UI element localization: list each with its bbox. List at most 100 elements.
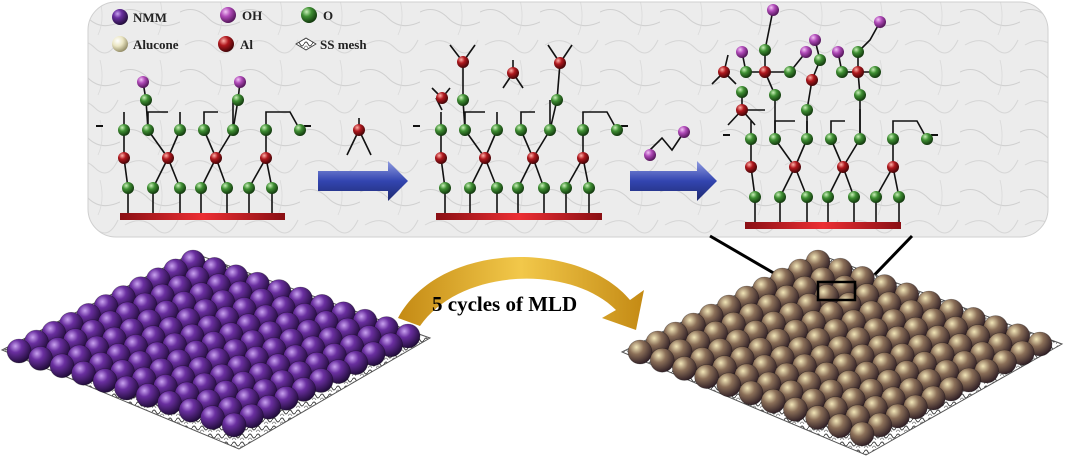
sphere: [221, 412, 247, 438]
o-atom: [769, 133, 781, 145]
o-atom: [801, 104, 813, 116]
al-atom: [736, 104, 748, 116]
o-atom: [174, 124, 186, 136]
sphere: [135, 383, 161, 408]
o-atom: [887, 133, 899, 145]
nmm-array-left: [6, 249, 421, 438]
o-atom: [560, 182, 572, 194]
o-atom: [512, 182, 524, 194]
molecular-atoms: [118, 4, 933, 203]
sphere: [760, 388, 786, 414]
sphere: [178, 397, 204, 423]
sphere: [649, 347, 675, 373]
o-atom: [243, 182, 255, 194]
o-atom: [814, 54, 826, 66]
al-atom: [718, 66, 730, 78]
o-sphere-icon: [301, 7, 317, 23]
sphere: [92, 368, 118, 393]
oh-atom: [809, 34, 821, 46]
al-atom: [887, 161, 899, 173]
o-atom: [266, 182, 278, 194]
al-atom: [554, 57, 566, 69]
o-atom: [852, 46, 864, 58]
o-atom: [801, 191, 813, 203]
oh-sphere-icon: [220, 7, 236, 23]
al-atom: [435, 152, 447, 164]
o-atom: [870, 191, 882, 203]
o-atom: [515, 124, 527, 136]
o-atom: [195, 182, 207, 194]
sphere: [849, 421, 875, 447]
al-atom: [260, 152, 272, 164]
o-atom: [784, 66, 796, 78]
oh-atom: [234, 76, 246, 88]
al-atom: [745, 161, 757, 173]
sphere: [627, 339, 653, 365]
o-atom: [774, 191, 786, 203]
sphere: [49, 353, 75, 379]
oh-atom: [767, 4, 779, 16]
o-atom: [544, 124, 556, 136]
o-atom: [577, 124, 589, 136]
bond: [582, 111, 618, 131]
al-atom: [210, 152, 222, 164]
sphere: [672, 356, 697, 381]
sphere: [783, 397, 808, 422]
o-atom: [921, 133, 933, 145]
o-atom: [854, 133, 866, 145]
sphere: [200, 405, 225, 430]
o-atom: [611, 124, 623, 136]
o-atom: [869, 66, 881, 78]
mld-cycles-label: 5 cycles of MLD: [432, 292, 577, 316]
o-atom: [854, 89, 866, 101]
o-atom: [551, 94, 563, 106]
sphere: [827, 413, 853, 439]
legend-label-oh: OH: [242, 8, 262, 23]
oh-atom: [800, 46, 812, 58]
oh-atom: [736, 46, 748, 58]
sphere: [157, 390, 182, 416]
sphere: [716, 372, 742, 398]
o-atom: [198, 124, 210, 136]
legend-label-al: Al: [240, 37, 253, 52]
oh-atom: [874, 16, 886, 28]
al-atom: [759, 66, 771, 78]
o-atom: [122, 182, 134, 194]
o-atom: [457, 94, 469, 106]
oh-atom: [644, 149, 656, 161]
bond: [764, 9, 774, 51]
o-atom: [491, 124, 503, 136]
o-atom: [801, 133, 813, 145]
legend-label-ss-mesh: SS mesh: [320, 37, 367, 52]
o-atom: [749, 191, 761, 203]
legend: NMM OH O Alucone Al SS mesh: [112, 7, 367, 52]
o-atom: [848, 191, 860, 203]
al-atom: [806, 74, 818, 86]
o-atom: [759, 44, 771, 56]
substrate-bar-3: [745, 222, 901, 229]
al-atom: [789, 161, 801, 173]
sphere: [28, 346, 53, 371]
al-atom: [479, 152, 491, 164]
al-atom: [852, 66, 864, 78]
al-atom: [527, 152, 539, 164]
o-atom: [825, 133, 837, 145]
mld-curved-arrow: [398, 257, 644, 330]
o-atom: [439, 182, 451, 194]
o-atom: [745, 133, 757, 145]
al-atom: [837, 161, 849, 173]
mechanism-panel: [87, 1, 1049, 238]
o-atom: [893, 191, 905, 203]
o-atom: [459, 124, 471, 136]
o-atom: [736, 86, 748, 98]
al-atom: [118, 152, 130, 164]
substrate-bar-2: [436, 213, 602, 220]
legend-label-alucone: Alucone: [133, 37, 179, 52]
step-arrow-2: [630, 161, 717, 201]
al-sphere-icon: [218, 36, 234, 52]
coated-nmm-array-right: [627, 249, 1053, 447]
al-atom: [162, 152, 174, 164]
legend-label-nmm: NMM: [133, 10, 167, 25]
legend-label-o: O: [323, 8, 333, 23]
